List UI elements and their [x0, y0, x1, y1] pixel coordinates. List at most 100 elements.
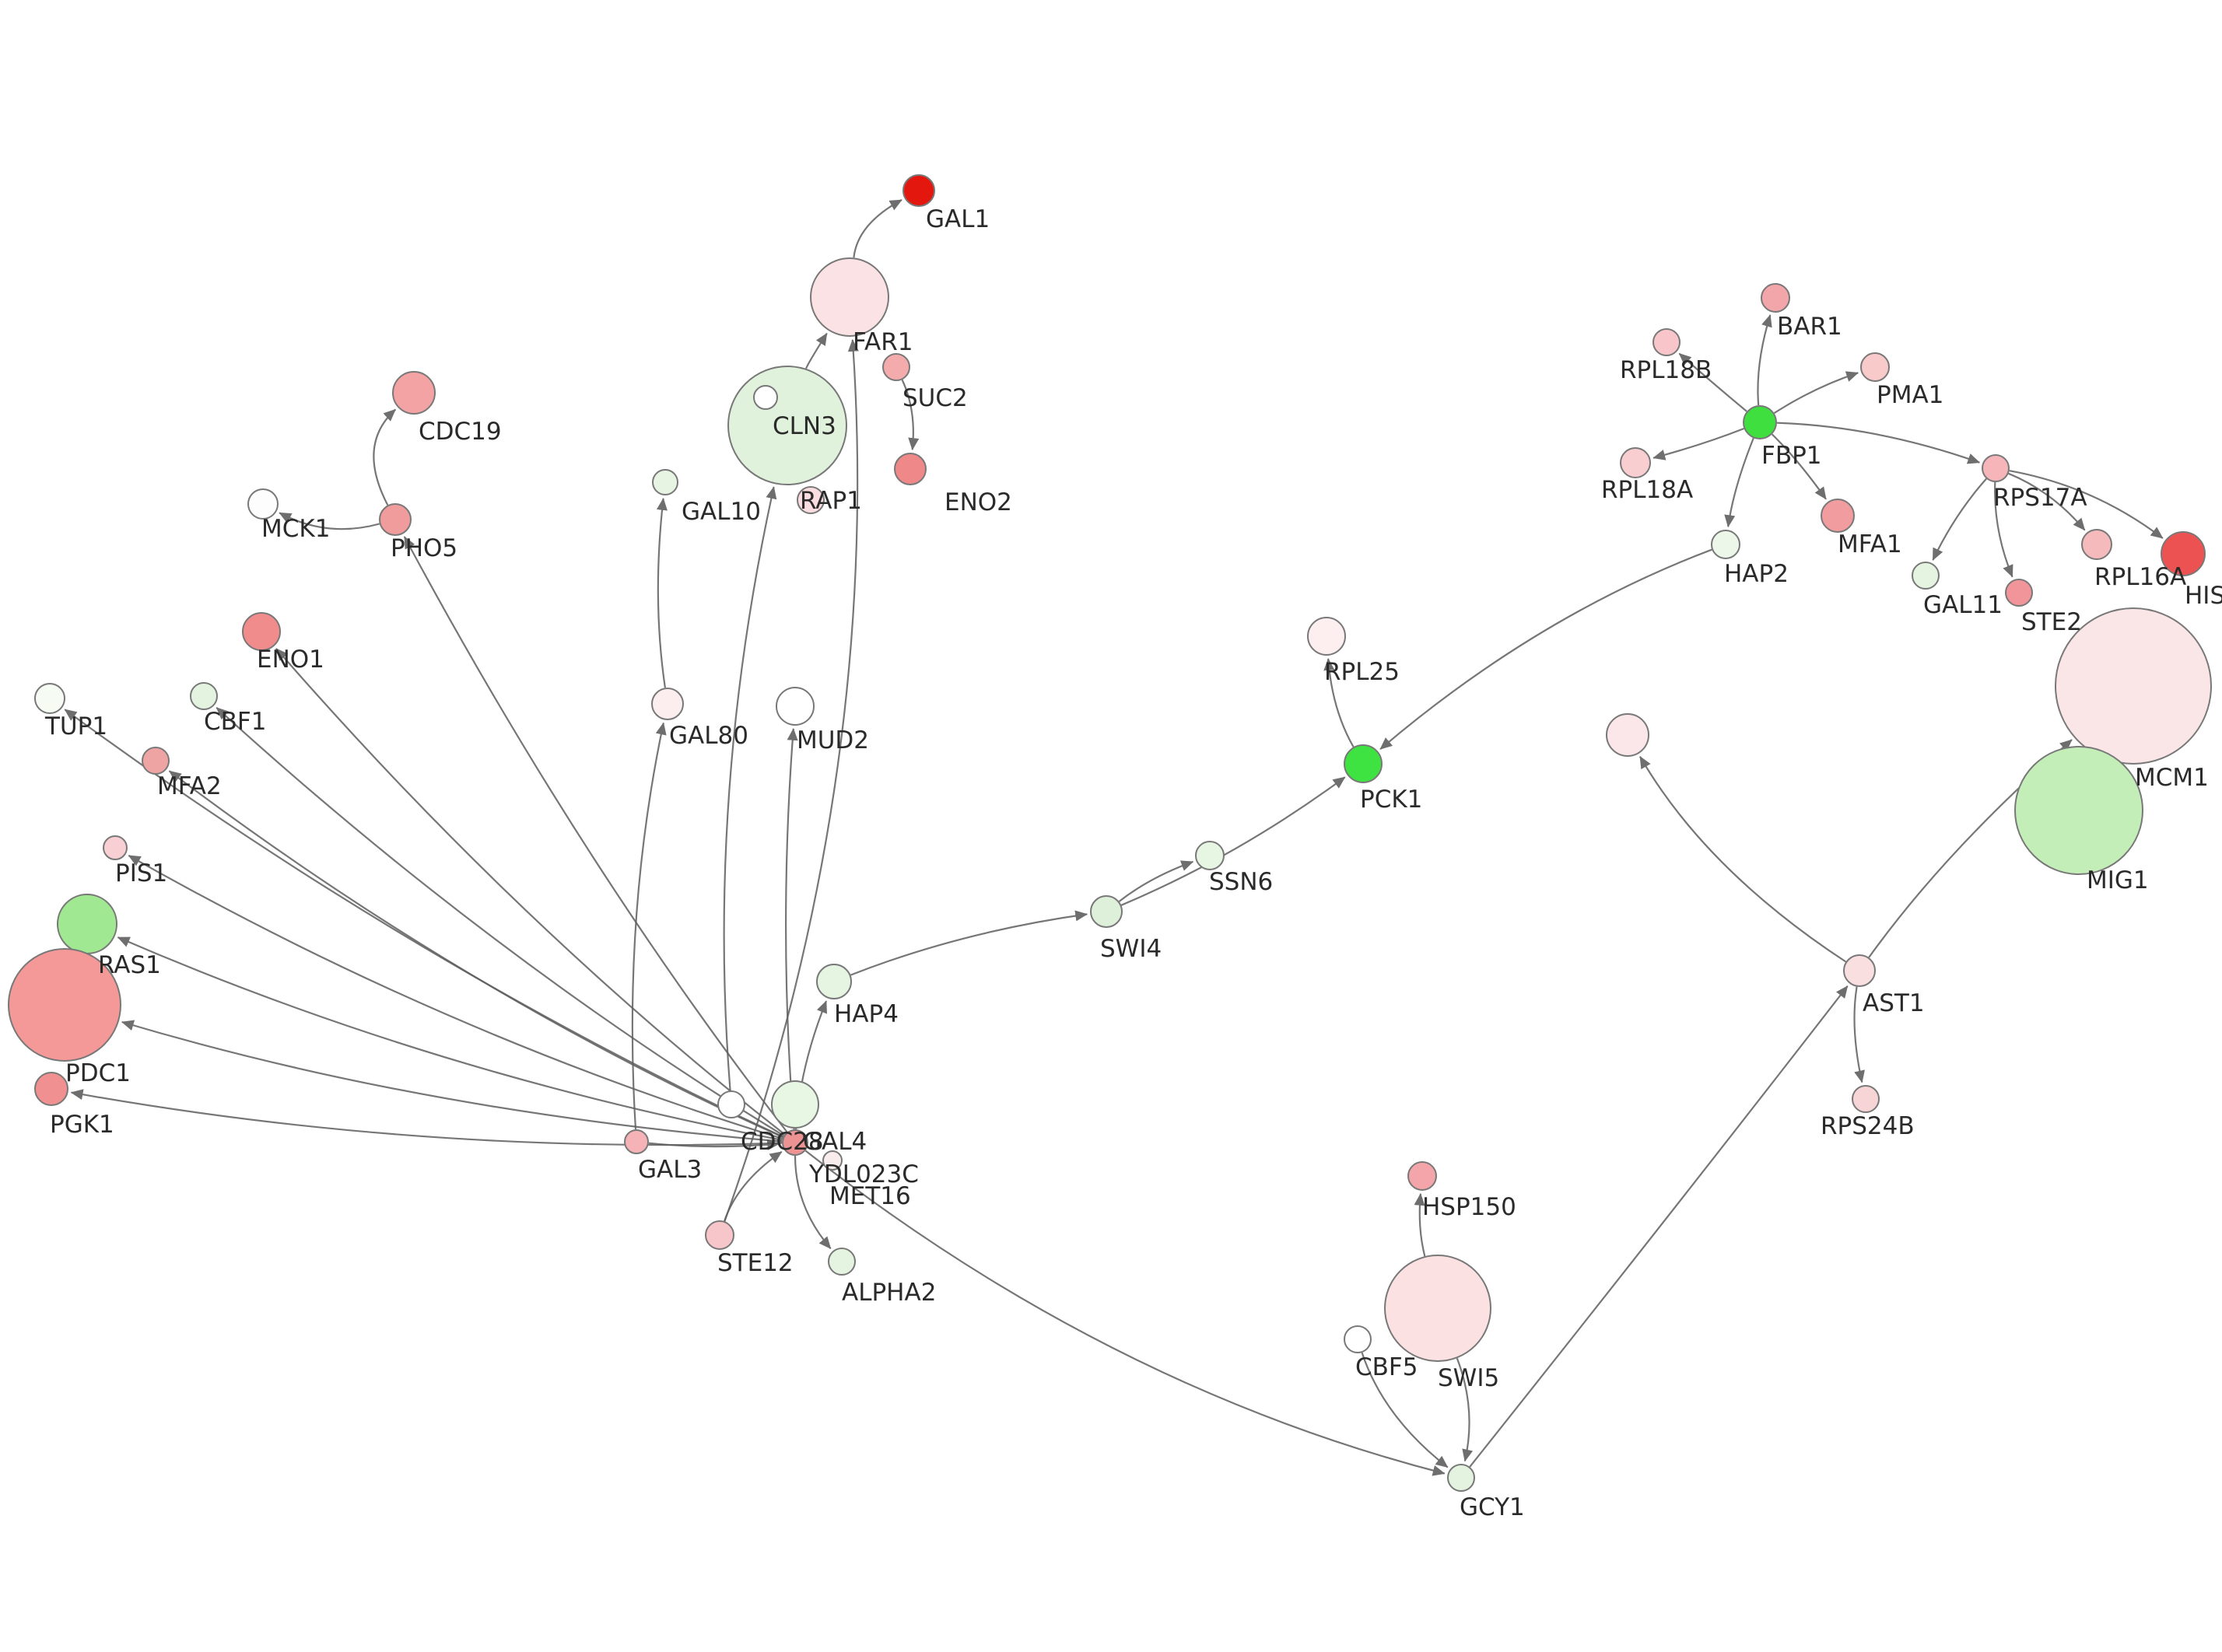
node-gal80[interactable]: [651, 688, 684, 720]
node-ras1[interactable]: [57, 894, 117, 954]
edge-rps17a-his4[interactable]: [2009, 470, 2164, 539]
node-hap2[interactable]: [1711, 530, 1740, 559]
node-unlabeled-3[interactable]: [753, 385, 778, 410]
node-gal10[interactable]: [652, 469, 678, 495]
node-rpl18b[interactable]: [1652, 328, 1681, 356]
node-eno1[interactable]: [242, 612, 281, 651]
edge-gal3-ydl023c[interactable]: [648, 1139, 780, 1150]
edge-hap4-swi4[interactable]: [850, 910, 1088, 976]
edge-pho5-cdc19[interactable]: [373, 408, 397, 506]
edge-hap2-pck1[interactable]: [1379, 548, 1712, 751]
edge-ydl023c-pdc1[interactable]: [121, 1020, 783, 1143]
edge-rps17a-rpl16a[interactable]: [2008, 472, 2086, 531]
node-cdc19[interactable]: [392, 371, 436, 415]
node-pma1[interactable]: [1860, 352, 1890, 382]
edge-swi5-gcy1[interactable]: [1456, 1358, 1474, 1462]
edge-ydl023c-mfa2[interactable]: [168, 770, 783, 1139]
node-swi4[interactable]: [1090, 895, 1123, 928]
node-hsp150[interactable]: [1407, 1161, 1437, 1191]
node-pdc1[interactable]: [8, 948, 121, 1062]
edge-ydl023c-mud2[interactable]: [785, 728, 798, 1130]
edge-suc2-eno2[interactable]: [901, 379, 920, 450]
node-eno2[interactable]: [894, 453, 927, 485]
node-mfa1[interactable]: [1821, 499, 1855, 533]
node-pgk1[interactable]: [34, 1072, 68, 1106]
edge-far1-gal1[interactable]: [853, 199, 902, 258]
node-pis1[interactable]: [103, 835, 128, 860]
node-pck1[interactable]: [1344, 744, 1383, 783]
node-rps17a[interactable]: [1982, 454, 2010, 482]
node-gal11[interactable]: [1912, 562, 1940, 590]
edge-pck1-rpl25[interactable]: [1323, 658, 1355, 747]
node-fbp1[interactable]: [1743, 405, 1777, 439]
edge-ydl023c-alpha2[interactable]: [794, 1155, 832, 1250]
node-ydl023c[interactable]: [782, 1129, 808, 1156]
node-his4[interactable]: [2161, 531, 2206, 576]
edge-pho5-mck1[interactable]: [279, 512, 380, 530]
edge-fbp1-hap2[interactable]: [1724, 437, 1754, 528]
node-tup1[interactable]: [34, 683, 65, 714]
node-mig1[interactable]: [2014, 746, 2143, 875]
edge-fbp1-bar1[interactable]: [1757, 314, 1772, 406]
node-met16[interactable]: [822, 1150, 843, 1171]
node-rpl25[interactable]: [1307, 617, 1346, 656]
node-gcy1[interactable]: [1447, 1464, 1475, 1492]
label-mig1: MIG1: [2087, 866, 2149, 894]
edge-fbp1-mfa1[interactable]: [1771, 433, 1827, 500]
node-gal3[interactable]: [624, 1129, 649, 1154]
edge-cln3-far1[interactable]: [805, 332, 828, 369]
node-mcm1[interactable]: [2055, 607, 2212, 765]
edge-fbp1-rps17a[interactable]: [1776, 422, 1981, 464]
edge-swi4-ssn6[interactable]: [1118, 860, 1194, 902]
edge-rps17a-gal11[interactable]: [1932, 478, 1987, 561]
node-unlabeled-33[interactable]: [1606, 713, 1649, 757]
node-rps24b[interactable]: [1852, 1085, 1880, 1113]
node-gal1[interactable]: [902, 174, 935, 207]
node-cbf5[interactable]: [1344, 1325, 1372, 1353]
node-far1[interactable]: [810, 257, 889, 337]
edge-ast1-rps24b[interactable]: [1853, 986, 1865, 1083]
node-pho5[interactable]: [379, 503, 412, 536]
edge-ydl023c-cbf1[interactable]: [216, 706, 785, 1137]
node-swi5[interactable]: [1384, 1255, 1491, 1362]
edge-swi5-hsp150[interactable]: [1414, 1193, 1426, 1257]
node-hap4[interactable]: [816, 964, 852, 999]
edge-ydl023c-eno1[interactable]: [275, 648, 786, 1136]
node-ssn6[interactable]: [1195, 841, 1225, 870]
label-mfa2: MFA2: [157, 772, 222, 800]
node-ste2[interactable]: [2005, 579, 2033, 607]
node-mud2[interactable]: [776, 687, 815, 726]
edge-swi4-pck1[interactable]: [1120, 776, 1346, 906]
edge-ydl023c-tup1[interactable]: [64, 709, 784, 1138]
node-mck1[interactable]: [247, 488, 279, 520]
edge-ste12-far1[interactable]: [724, 339, 859, 1222]
node-rap1[interactable]: [797, 486, 825, 514]
edge-fbp1-rpl18b[interactable]: [1678, 352, 1747, 412]
node-alpha2[interactable]: [828, 1248, 856, 1276]
node-cbf1[interactable]: [190, 682, 218, 710]
edge-ste12-ydl023c[interactable]: [724, 1150, 783, 1222]
edge-fbp1-rpl18a[interactable]: [1652, 427, 1744, 460]
node-rpl16a[interactable]: [2081, 529, 2112, 560]
edge-gal80-gal10[interactable]: [656, 498, 668, 688]
node-cdc28[interactable]: [717, 1090, 745, 1118]
edge-ydl023c-ras1[interactable]: [117, 936, 783, 1141]
node-bar1[interactable]: [1761, 283, 1790, 313]
edge-ydl023c-pis1[interactable]: [128, 854, 783, 1140]
edge-gcy1-ast1[interactable]: [1469, 985, 1849, 1468]
edge-gal3-gal80[interactable]: [631, 722, 667, 1130]
node-suc2[interactable]: [882, 353, 910, 381]
node-gal4[interactable]: [771, 1080, 819, 1129]
node-mfa2[interactable]: [142, 747, 170, 775]
node-ast1[interactable]: [1843, 954, 1876, 987]
edge-rps17a-ste2[interactable]: [1994, 481, 2013, 578]
edge-cdc28-cln3[interactable]: [723, 486, 777, 1091]
node-ste12[interactable]: [705, 1220, 734, 1250]
label-pdc1: PDC1: [65, 1059, 131, 1087]
edge-ydl023c-gcy1[interactable]: [804, 1150, 1446, 1476]
node-rpl18a[interactable]: [1620, 447, 1651, 478]
edge-fbp1-pma1[interactable]: [1773, 371, 1859, 415]
edge-cbf5-gcy1[interactable]: [1361, 1352, 1449, 1468]
edge-ast1-nodex[interactable]: [1639, 755, 1847, 963]
